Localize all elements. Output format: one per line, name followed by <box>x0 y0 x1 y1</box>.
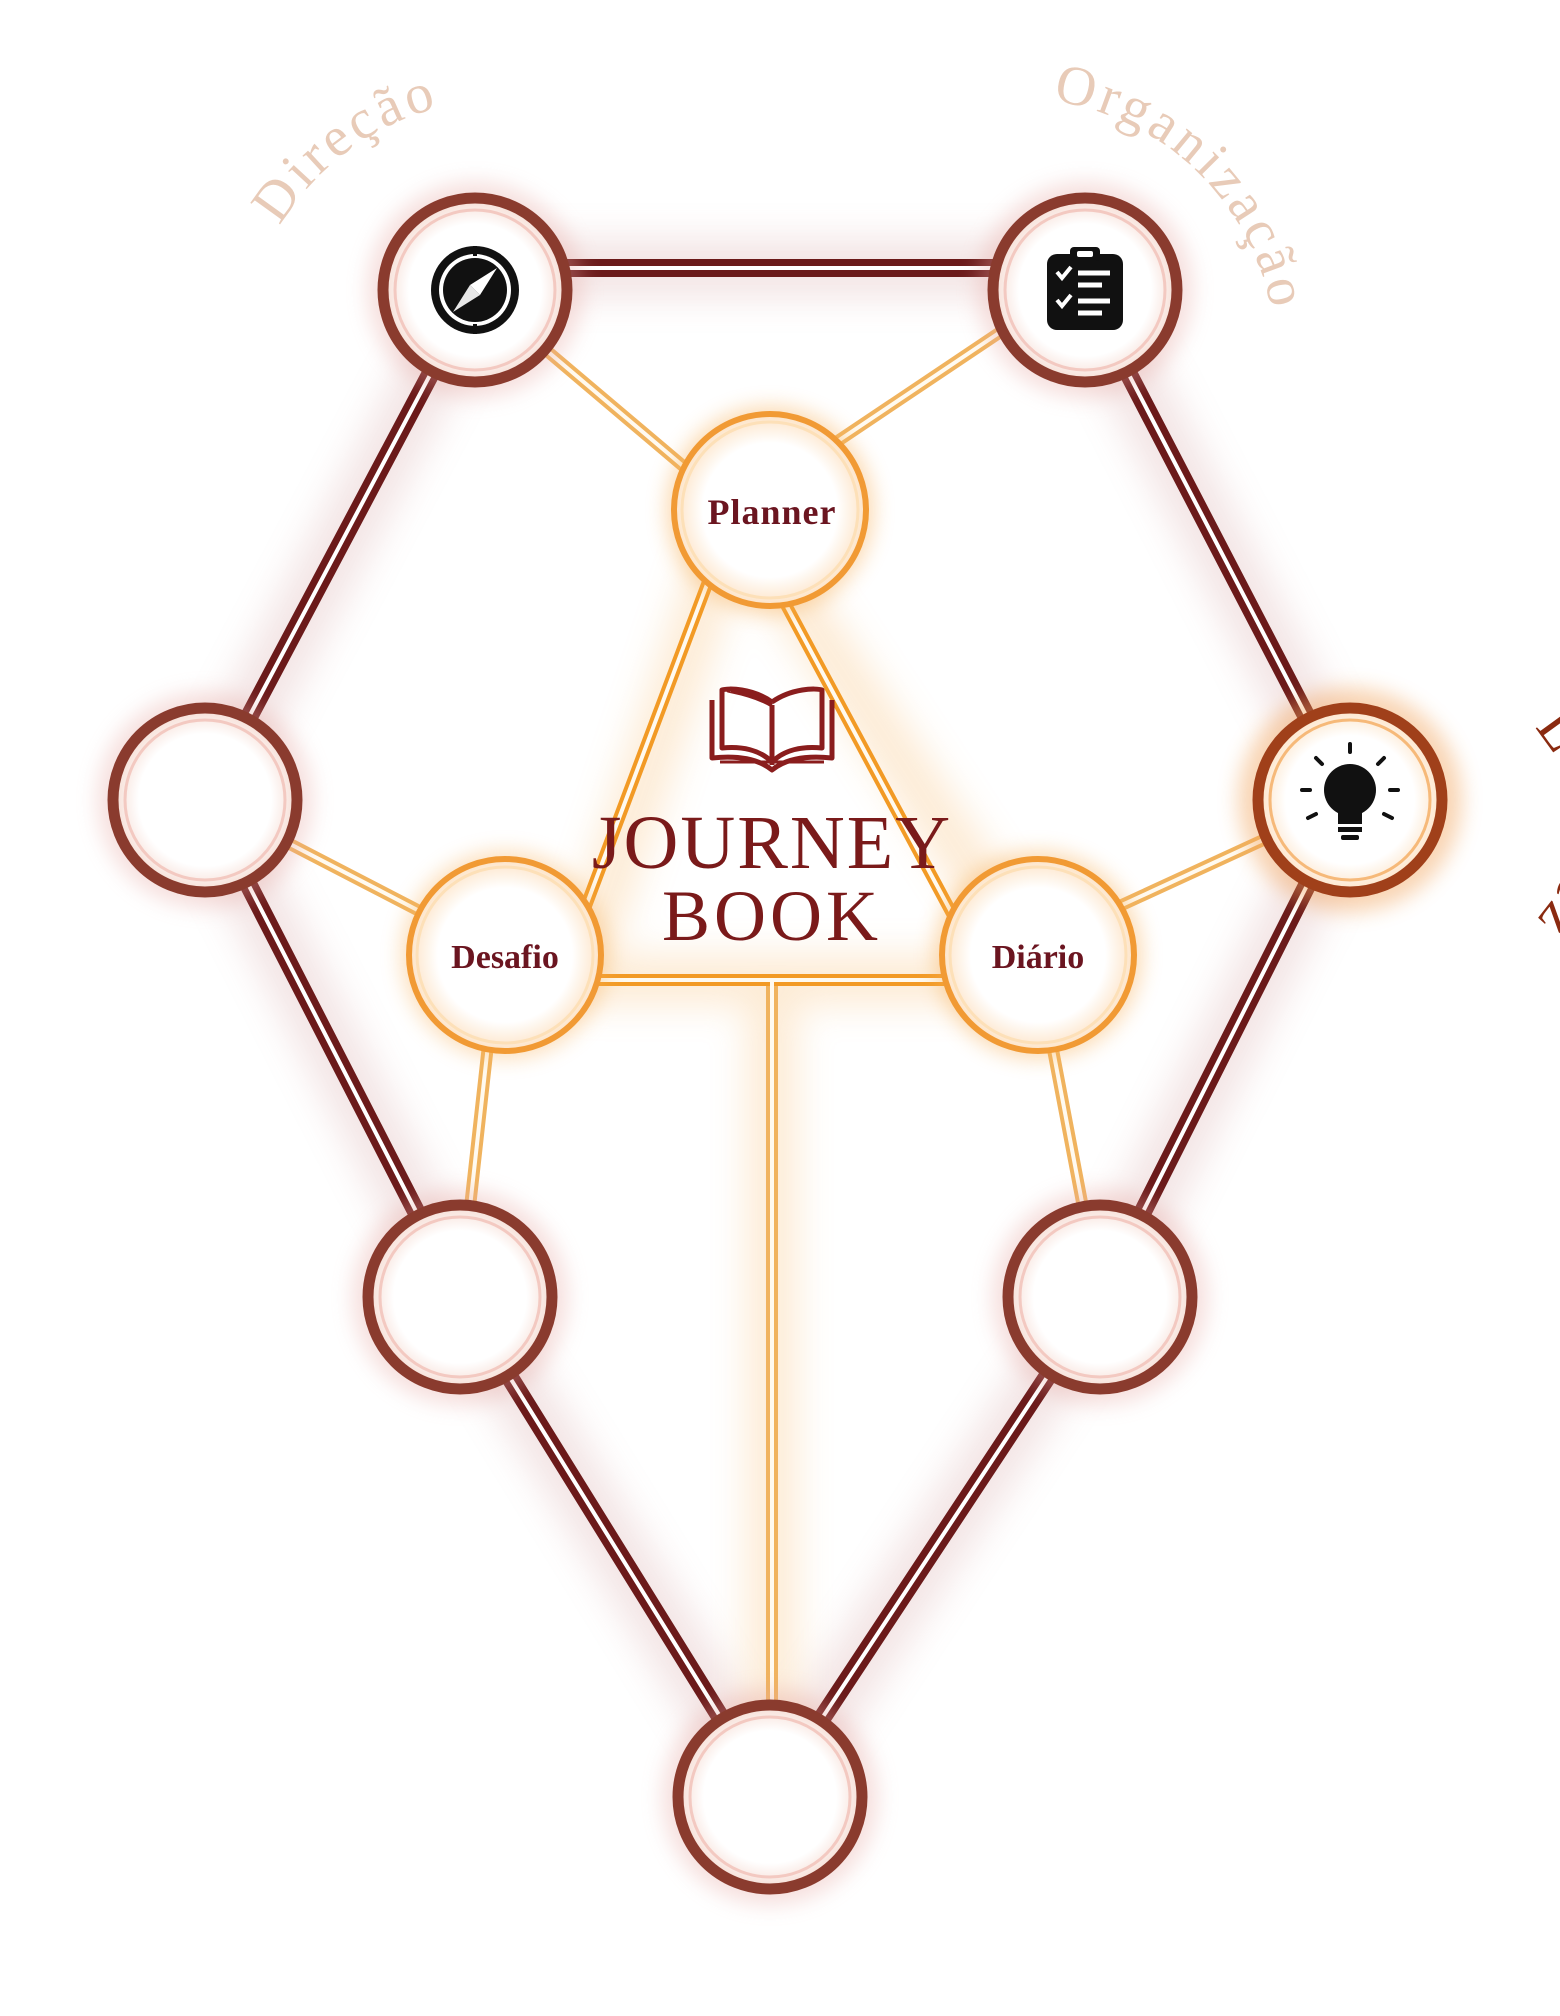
planner-label: Planner <box>708 492 837 532</box>
node-bottom[interactable] <box>662 1689 878 1905</box>
node-direcao[interactable] <box>367 182 583 398</box>
label-lucidez: Lucidez <box>1524 696 1560 954</box>
lightbulb-icon <box>1300 742 1400 840</box>
desafio-label: Desafio <box>451 939 559 976</box>
node-planner[interactable]: Planner <box>666 406 874 614</box>
title-line2: BOOK <box>662 876 882 956</box>
node-left-middle[interactable] <box>97 692 313 908</box>
node-diario[interactable]: Diário <box>934 851 1142 1059</box>
compass-icon <box>431 246 519 334</box>
node-lower-left[interactable] <box>352 1189 568 1405</box>
title-line1: JOURNEY <box>592 801 952 885</box>
node-lower-right[interactable] <box>992 1189 1208 1405</box>
clipboard-checklist-icon <box>1047 247 1123 330</box>
node-desafio[interactable]: Desafio <box>401 851 609 1059</box>
node-lucidez[interactable] <box>1238 688 1462 912</box>
node-organizacao[interactable] <box>977 182 1193 398</box>
open-book-icon <box>709 686 835 773</box>
diario-label: Diário <box>992 939 1085 976</box>
